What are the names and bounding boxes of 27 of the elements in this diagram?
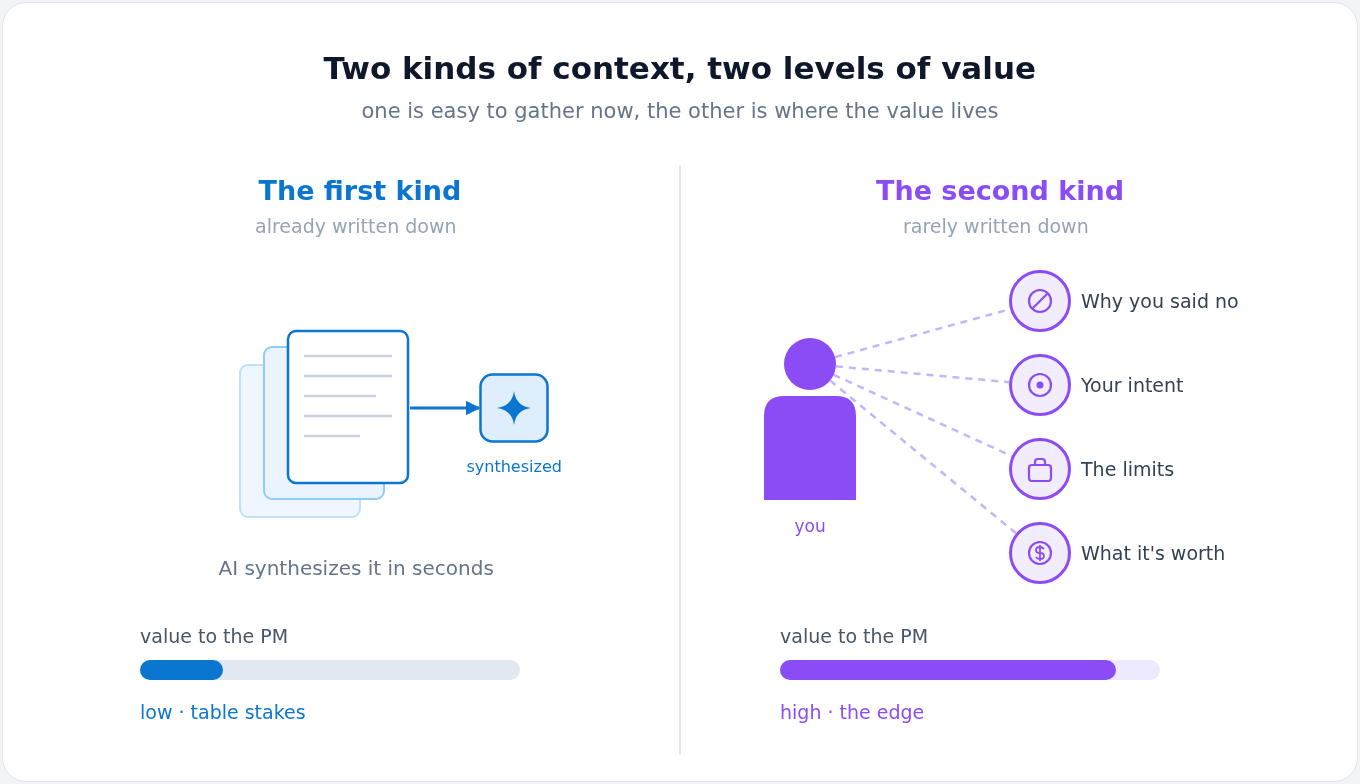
subtitle: one is easy to gather now, the other is where the value lives: [361, 99, 999, 123]
icon-circle: [1009, 438, 1071, 500]
person-silhouette: [764, 338, 856, 500]
item-label: What it's worth: [1081, 542, 1226, 564]
item-label: The limits: [1081, 458, 1175, 480]
icon-circle: [1009, 270, 1071, 332]
bar-label: value to the PM: [140, 625, 289, 647]
node-caption: you: [794, 516, 826, 536]
item-label: Why you said no: [1081, 290, 1239, 312]
description-text: AI synthesizes it in seconds: [218, 556, 494, 580]
document-stack-drawing: [238, 329, 410, 519]
column-heading: The first kind: [258, 174, 462, 206]
bar-caption: high · the edge: [780, 701, 925, 723]
column-heading: The second kind: [876, 174, 1124, 206]
icon-circle: [1009, 354, 1071, 416]
column-subheading: rarely written down: [903, 215, 1089, 237]
arrow: [410, 400, 481, 416]
item-label: Your intent: [1081, 374, 1184, 396]
diagram-title: Two kinds of context, two levels of value: [323, 50, 1036, 86]
icon-circle: [1009, 522, 1071, 584]
sparkle-box: [479, 373, 549, 443]
bar-label: value to the PM: [780, 625, 929, 647]
dashed-connector: [835, 365, 1010, 384]
column-subheading: already written down: [255, 215, 457, 237]
bar-caption: low · table stakes: [140, 701, 306, 723]
node-caption: synthesized: [466, 456, 562, 476]
dashed-connector: [829, 379, 1017, 535]
